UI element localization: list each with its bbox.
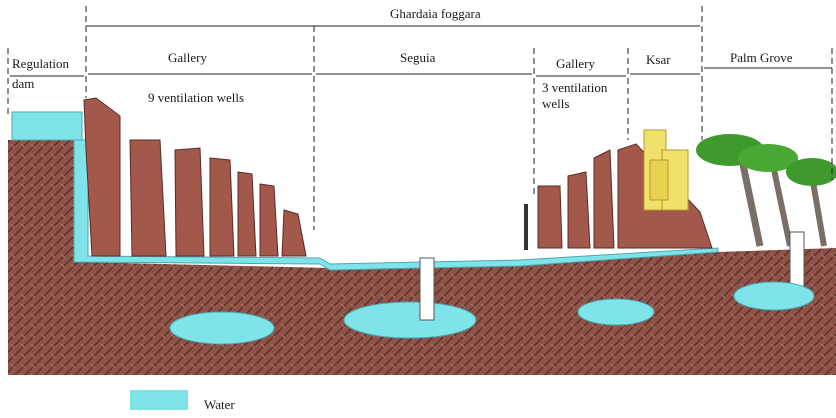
- aquifer-pocket-3: [578, 299, 654, 325]
- label-wells: wells: [542, 96, 569, 111]
- left-ventilation-wells: [84, 98, 306, 256]
- label-dam: dam: [12, 76, 34, 91]
- aquifer-pocket-2: [344, 302, 476, 338]
- label-3-ventilation: 3 ventilation: [542, 80, 608, 95]
- label-regulation: Regulation: [12, 56, 70, 71]
- label-9-ventilation-wells: 9 ventilation wells: [148, 90, 244, 105]
- seguia-well: [420, 258, 434, 320]
- label-palm-grove: Palm Grove: [730, 50, 793, 65]
- ksar-buildings: [644, 130, 688, 210]
- label-gallery-left: Gallery: [168, 50, 207, 65]
- diagram-title: Ghardaia foggara: [390, 6, 481, 21]
- label-gallery-right: Gallery: [556, 56, 595, 71]
- legend-water-label: Water: [204, 397, 235, 412]
- label-seguia: Seguia: [400, 50, 436, 65]
- label-ksar: Ksar: [646, 52, 671, 67]
- legend-water-swatch: [130, 390, 188, 410]
- aquifer-pocket-1: [170, 312, 274, 344]
- dam-water: [12, 112, 82, 140]
- aquifer-pocket-4: [734, 282, 814, 310]
